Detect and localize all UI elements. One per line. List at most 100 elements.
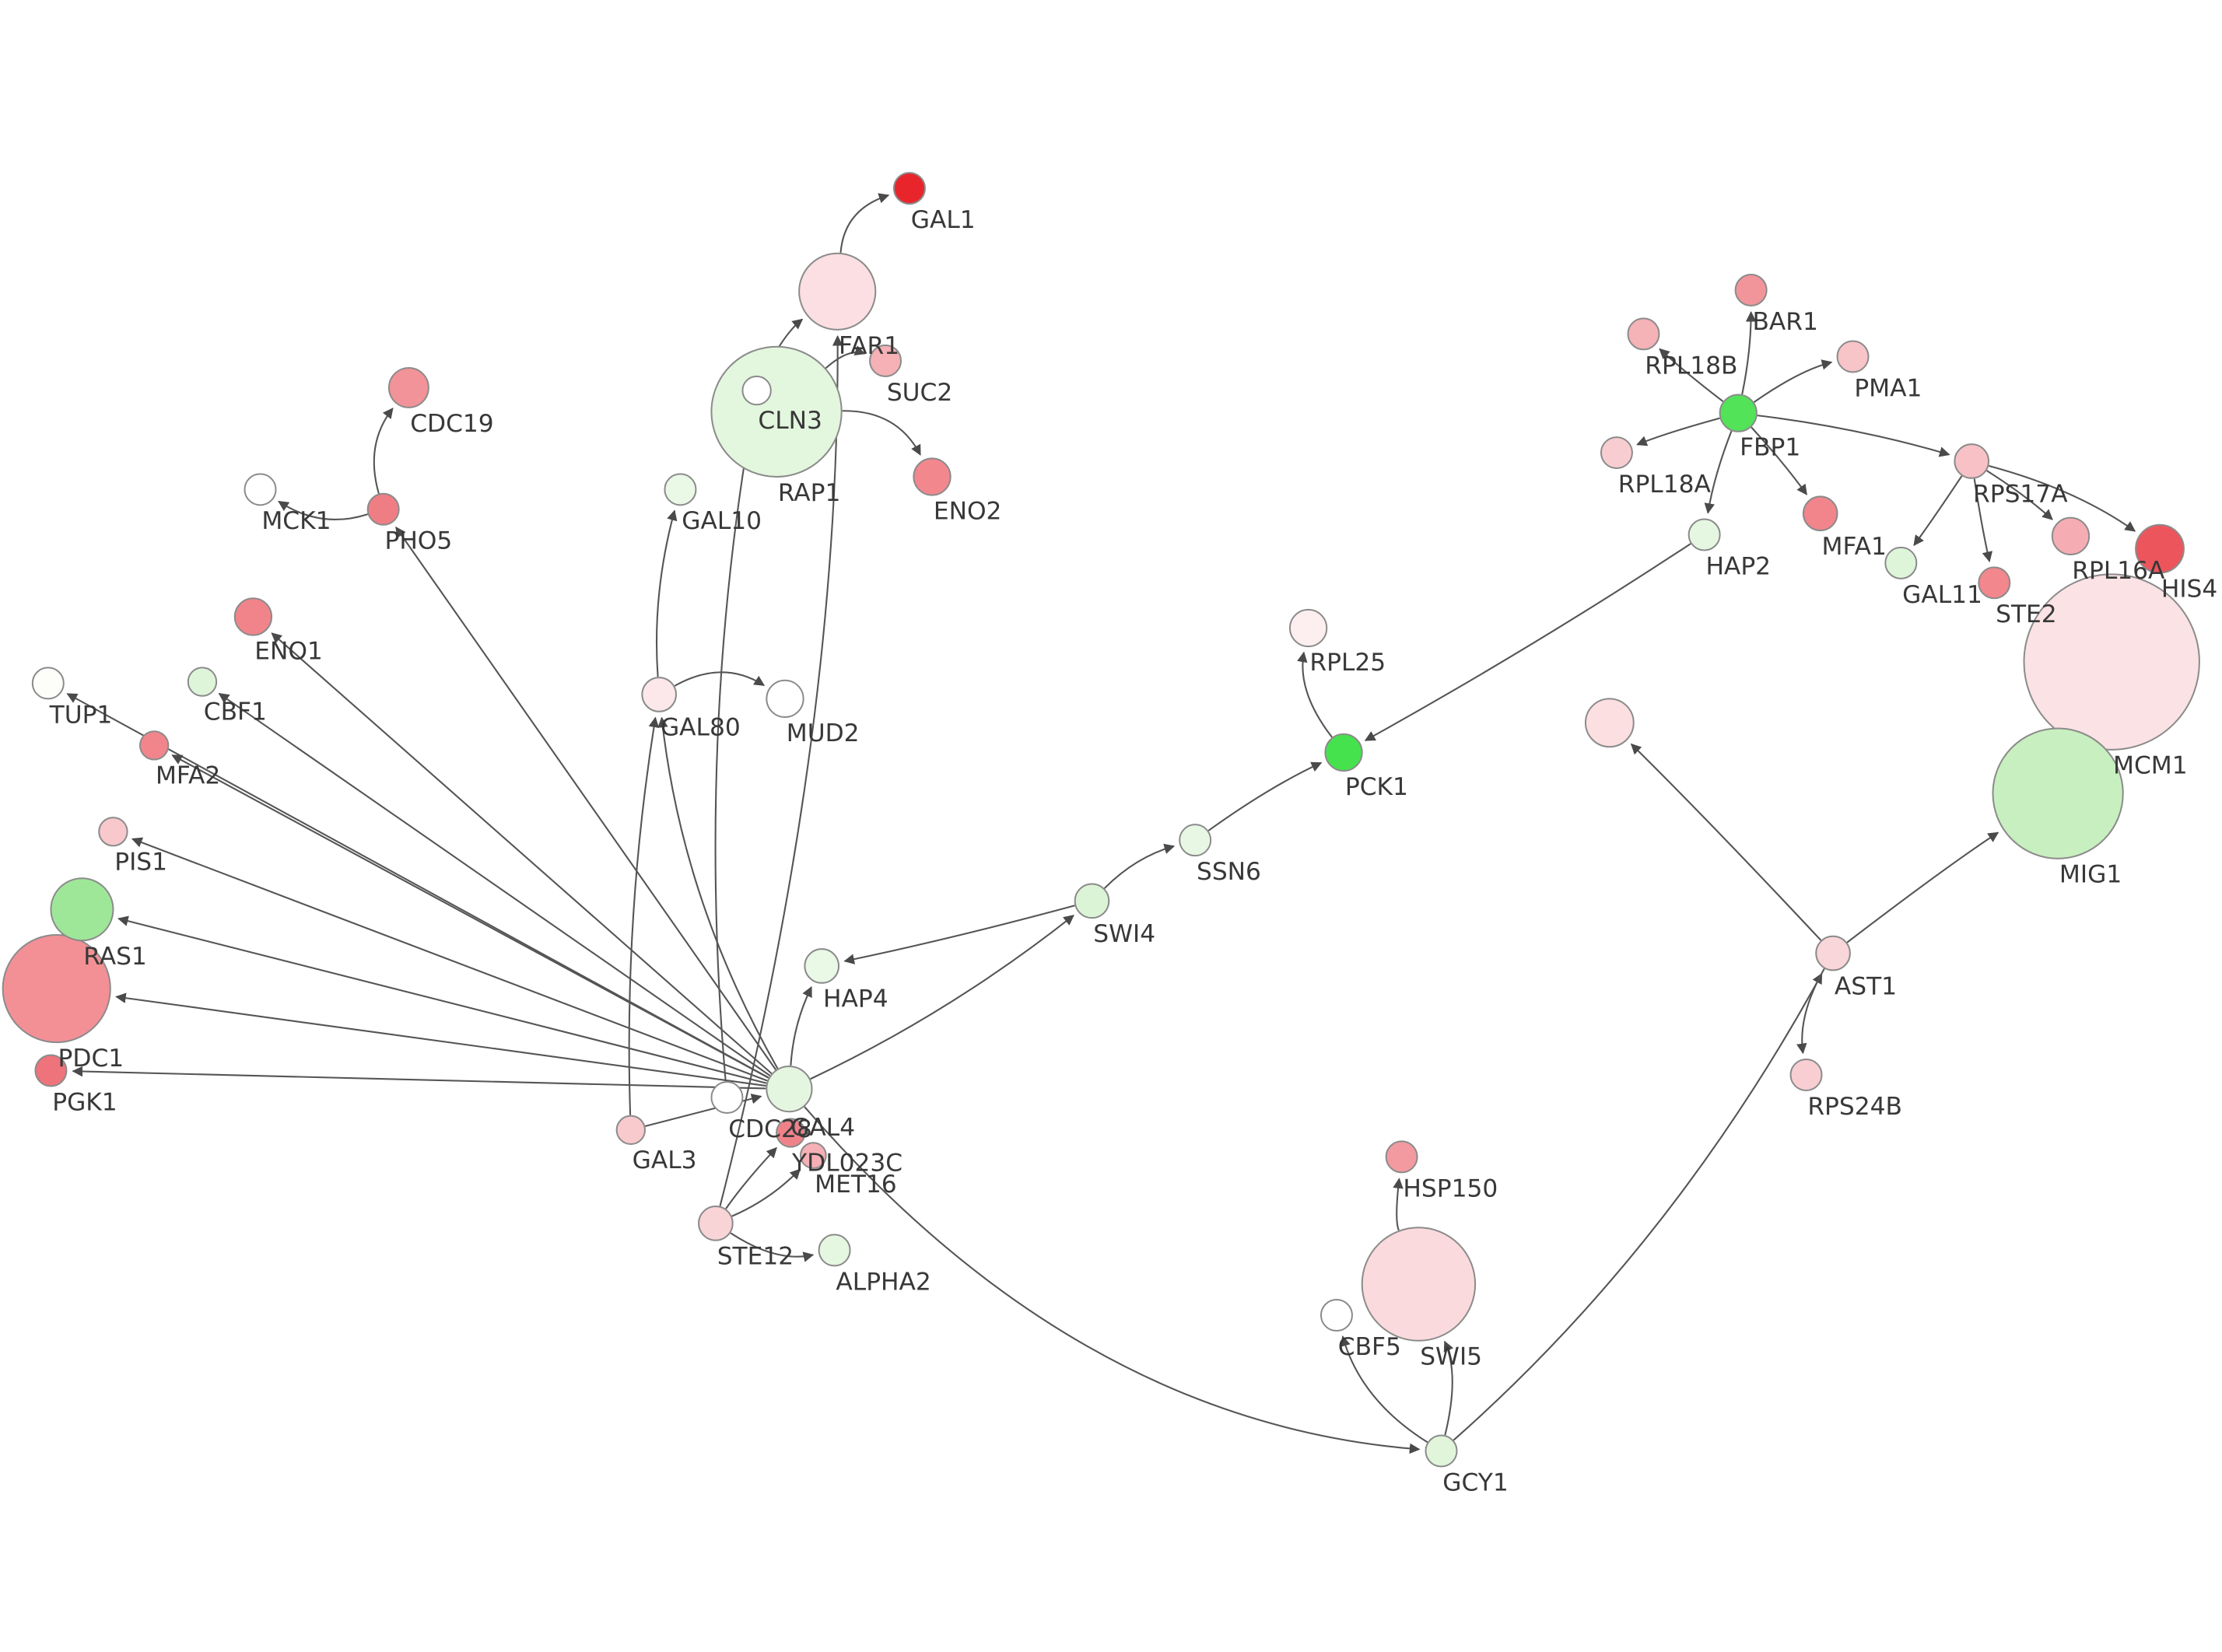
node-PGK1[interactable]	[34, 1054, 68, 1087]
node-STE2[interactable]	[1978, 566, 2011, 600]
node-RPL18A[interactable]	[1600, 436, 1633, 470]
node-RPL25[interactable]	[1288, 608, 1328, 648]
edge-FBP1-BAR1[interactable]	[1741, 311, 1757, 395]
edge-RPS17A-STE2[interactable]	[1973, 478, 1993, 562]
edge-STE12-ALPHA2[interactable]	[730, 1232, 815, 1262]
edge-STE12-YDL023C[interactable]	[725, 1146, 777, 1209]
node-YDL023C[interactable]	[776, 1118, 806, 1148]
node-PDC1[interactable]	[2, 933, 111, 1044]
edge-GAL4-MFA2[interactable]	[171, 754, 769, 1079]
node-MUD2[interactable]	[766, 679, 804, 719]
node-HIS4[interactable]	[2135, 523, 2185, 574]
node-PHO5[interactable]	[366, 492, 400, 526]
node-PMA1[interactable]	[1836, 340, 1870, 373]
node-SUC2[interactable]	[869, 344, 902, 377]
node-RPS17A[interactable]	[1954, 443, 1990, 479]
edge-RPS17A-HIS4[interactable]	[1988, 465, 2136, 532]
node-RAP1[interactable]	[710, 345, 843, 478]
node-FBP1[interactable]	[1719, 394, 1758, 432]
edge-GAL4-PDC1[interactable]	[115, 992, 766, 1087]
edge-FBP1-RPS17A[interactable]	[1757, 415, 1950, 457]
edge-GAL4-CBF1[interactable]	[218, 693, 771, 1076]
node-CDC19[interactable]	[387, 366, 429, 408]
edge-GAL3-GAL4[interactable]	[645, 1094, 762, 1127]
node-STE12[interactable]	[698, 1206, 734, 1241]
node-RPL18B[interactable]	[1627, 317, 1660, 351]
node-PCK1[interactable]	[1324, 733, 1363, 772]
node-ENO1[interactable]	[233, 597, 273, 636]
edge-GAL80-GAL10[interactable]	[655, 509, 678, 677]
edge-SWI5-HSP150[interactable]	[1393, 1178, 1404, 1231]
edge-PHO5-CDC19[interactable]	[373, 408, 394, 494]
node-PIS1[interactable]	[98, 817, 128, 847]
node-MCM1[interactable]	[2023, 573, 2200, 751]
node-SWI5[interactable]	[1361, 1227, 1477, 1342]
edge-GCY1-CBF5[interactable]	[1340, 1335, 1428, 1443]
node-GAL3[interactable]	[615, 1115, 646, 1146]
edge-FBP1-PMA1[interactable]	[1754, 359, 1833, 403]
node-RAS1[interactable]	[50, 877, 114, 942]
edge-AST1-RPS24B[interactable]	[1796, 968, 1825, 1055]
edge-PCK1-RPL25[interactable]	[1297, 651, 1333, 738]
node-MFA1[interactable]	[1802, 495, 1838, 532]
edge-FBP1-RPL18B[interactable]	[1659, 348, 1724, 402]
node-HAP4[interactable]	[804, 948, 840, 984]
edge-GAL4-PHO5[interactable]	[395, 526, 776, 1070]
node-MET16[interactable]	[799, 1142, 827, 1169]
edge-FBP1-HAP2[interactable]	[1704, 430, 1733, 514]
edge-GAL4-PIS1[interactable]	[131, 837, 768, 1082]
node-GAL10[interactable]	[664, 473, 697, 506]
edge-FAR1-GAL1[interactable]	[839, 193, 890, 254]
node-ALPHA2[interactable]	[818, 1234, 851, 1267]
edge-RAP1-ENO2[interactable]	[842, 410, 921, 456]
edge-GAL4-GCY1[interactable]	[804, 1106, 1421, 1454]
edge-RPS17A-RPL16A[interactable]	[1986, 470, 2053, 520]
edge-PHO5-MCK1[interactable]	[278, 501, 368, 520]
edge-GCY1-SWI5[interactable]	[1443, 1340, 1454, 1436]
edge-CDC28-CLN3[interactable]	[714, 409, 757, 1082]
edge-GAL80-MUD2[interactable]	[674, 671, 766, 687]
edge-GAL4-SWI4[interactable]	[810, 915, 1074, 1080]
edge-FBP1-RPL18A[interactable]	[1636, 417, 1720, 446]
node-GAL11[interactable]	[1884, 546, 1918, 579]
node-unlabeled[interactable]	[1584, 698, 1635, 748]
edge-SWI4-SSN6[interactable]	[1104, 843, 1176, 889]
edge-GAL4-ENO1[interactable]	[271, 632, 773, 1074]
node-GCY1[interactable]	[1425, 1434, 1458, 1468]
node-CDC28[interactable]	[710, 1081, 744, 1115]
node-AST1[interactable]	[1815, 935, 1851, 971]
node-GAL80[interactable]	[641, 677, 677, 712]
node-SWI4[interactable]	[1074, 883, 1110, 919]
node-CBF1[interactable]	[187, 667, 218, 697]
node-SSN6[interactable]	[1179, 824, 1212, 857]
node-GAL1[interactable]	[892, 172, 926, 205]
node-ENO2[interactable]	[913, 457, 952, 496]
edge-GAL4-PGK1[interactable]	[72, 1066, 766, 1090]
node-RPL16A[interactable]	[2051, 516, 2091, 555]
node-FAR1[interactable]	[798, 252, 877, 331]
node-MIG1[interactable]	[1992, 727, 2124, 859]
edge-GAL4-RAS1[interactable]	[117, 915, 767, 1084]
edge-HAP2-PCK1[interactable]	[1364, 543, 1691, 741]
edge-GAL3-GAL80[interactable]	[628, 716, 660, 1115]
edge-GAL4-GAL80[interactable]	[657, 716, 779, 1069]
edge-AST1-NODE1[interactable]	[1630, 743, 1821, 941]
edge-SSN6-PCK1[interactable]	[1207, 761, 1323, 831]
node-CBF5[interactable]	[1320, 1299, 1353, 1332]
node-MCK1[interactable]	[244, 473, 277, 506]
edge-RPS17A-GAL11[interactable]	[1913, 475, 1963, 547]
node-MFA2[interactable]	[138, 730, 170, 761]
edge-SWI4-HAP4[interactable]	[843, 905, 1075, 964]
node-CLN3[interactable]	[741, 375, 772, 406]
edge-RAP1-SUC2[interactable]	[825, 345, 866, 369]
node-HSP150[interactable]	[1385, 1140, 1418, 1174]
node-TUP1[interactable]	[31, 667, 65, 700]
node-HAP2[interactable]	[1688, 518, 1721, 551]
edge-FBP1-MFA1[interactable]	[1751, 426, 1807, 495]
node-RPS24B[interactable]	[1789, 1058, 1823, 1091]
edge-STE12-MET16[interactable]	[731, 1168, 801, 1217]
edge-GCY1-AST1[interactable]	[1453, 972, 1823, 1441]
node-BAR1[interactable]	[1734, 273, 1768, 306]
edge-GAL4-HAP4[interactable]	[790, 985, 812, 1066]
edge-AST1-MIG1[interactable]	[1846, 831, 1999, 943]
